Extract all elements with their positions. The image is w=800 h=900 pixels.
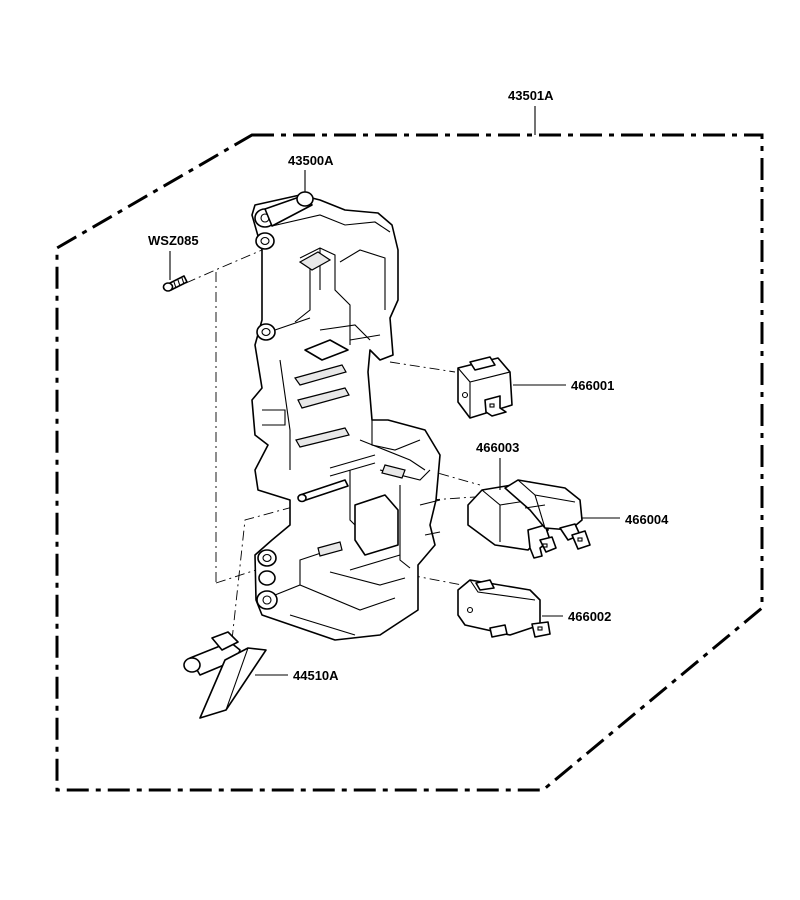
label-lever: 44510A [293,668,339,683]
label-switch-mid-left: 466003 [476,440,519,455]
frame-43500A [251,191,441,641]
assembly-boundary [55,133,764,792]
label-switch-mid-right: 466004 [625,512,669,527]
label-screw: WSZ085 [148,233,199,248]
switch-466001 [457,356,513,419]
label-assembly: 43501A [508,88,554,103]
screw-WSZ085 [162,275,188,292]
switch-466004 [504,479,591,550]
label-frame: 43500A [288,153,334,168]
lever-44510A [183,631,267,719]
label-switch-top: 466001 [571,378,614,393]
label-switch-bottom: 466002 [568,609,611,624]
switch-466002 [457,579,551,638]
